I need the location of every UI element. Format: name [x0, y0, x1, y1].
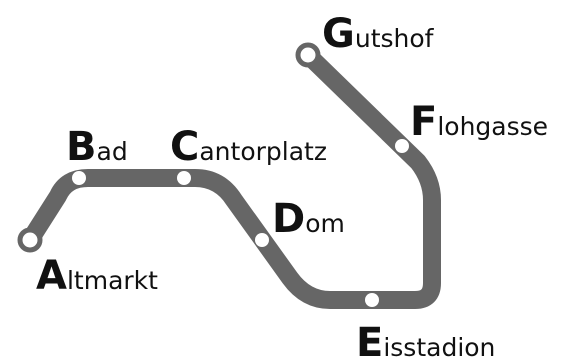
station-altmarkt-terminus[interactable]: [17, 227, 43, 253]
station-eisstadion[interactable]: [365, 293, 379, 307]
station-cantorplatz[interactable]: [177, 171, 191, 185]
route-line: [21, 46, 441, 309]
station-gutshof-terminus[interactable]: [295, 42, 321, 68]
station-flohgasse[interactable]: [395, 139, 409, 153]
station-label-eisstadion: Eisstadion: [356, 320, 495, 361]
station-label-gutshof: Gutshof: [322, 11, 435, 57]
station-bad[interactable]: [72, 171, 86, 185]
station-label-flohgasse: Flohgasse: [410, 99, 548, 145]
station-label-dom: Dom: [272, 196, 345, 242]
station-dom[interactable]: [255, 233, 269, 247]
station-label-bad: Bad: [66, 124, 128, 170]
station-label-altmarkt: Altmarkt: [36, 253, 158, 299]
station-label-cantorplatz: Cantorplatz: [170, 124, 327, 170]
